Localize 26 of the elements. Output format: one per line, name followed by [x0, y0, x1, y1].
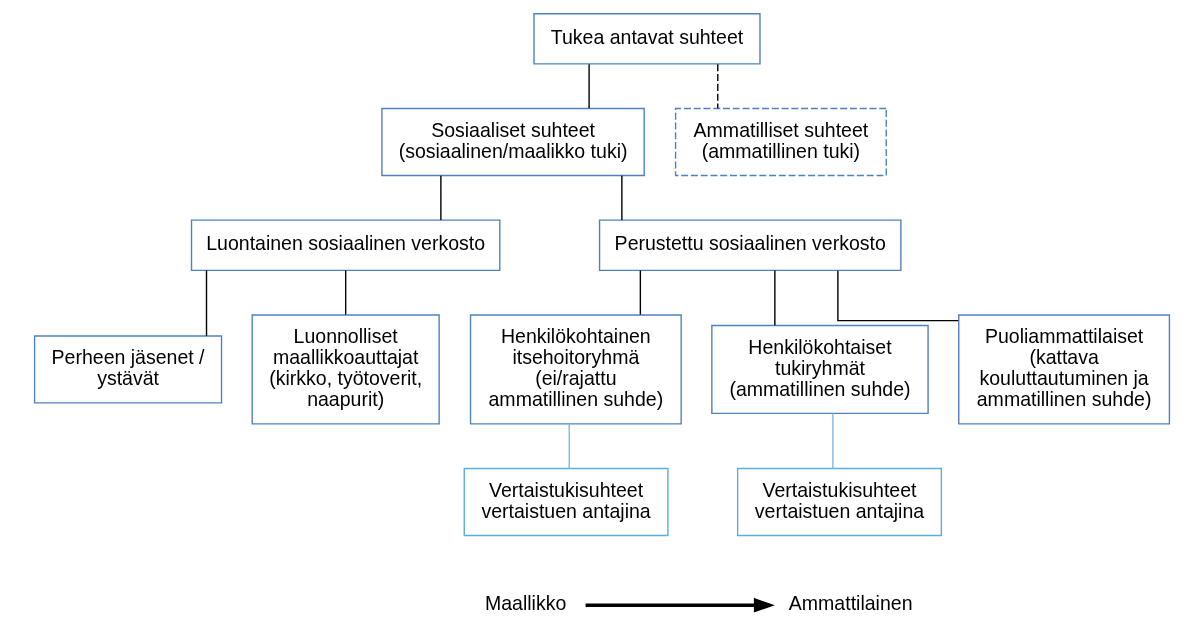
connector — [832, 412, 834, 469]
connector — [774, 269, 776, 326]
node-box: Vertaistukisuhteet vertaistuen antajina — [463, 467, 669, 537]
node-box: Henkilökohtaiset tukiryhmät (ammatillinen suhde) — [711, 324, 929, 415]
arrow — [585, 597, 775, 613]
node-box: Ammatilliset suhteet (ammatillinen tuki) — [674, 107, 887, 177]
node-box: Vertaistukisuhteet vertaistuen antajina — [736, 467, 943, 537]
connector — [621, 175, 623, 221]
node-box: Tukea antavat suhteet — [533, 13, 761, 65]
node-box: Sosiaaliset suhteet (sosiaalinen/maalikko tuki) — [381, 107, 645, 177]
connector — [588, 63, 590, 109]
node-box: Henkilökohtainen itsehoitoryhmä (ei/rajattu ammatillinen suhde) — [469, 314, 682, 425]
node-text: Maallikko — [484, 592, 567, 615]
connector — [568, 423, 570, 469]
connector — [717, 63, 719, 109]
connector — [205, 269, 208, 337]
node-box: Perustettu sosiaalinen verkosto — [598, 219, 902, 272]
connector — [440, 175, 442, 221]
node-box: Perheen jäsenet / ystävät — [33, 335, 223, 404]
connector — [837, 270, 959, 322]
node-box: Luonnolliset maallikkoauttajat (kirkko, työtoverit, naapurit) — [251, 314, 440, 425]
node-text: Ammattilainen — [788, 592, 913, 615]
connector — [639, 269, 642, 316]
node-box: Puoliammattilaiset (kattava kouluttautuminen ja ammatillinen suhde) — [958, 314, 1171, 425]
connector — [344, 269, 347, 316]
node-box: Luontainen sosiaalinen verkosto — [190, 219, 501, 272]
